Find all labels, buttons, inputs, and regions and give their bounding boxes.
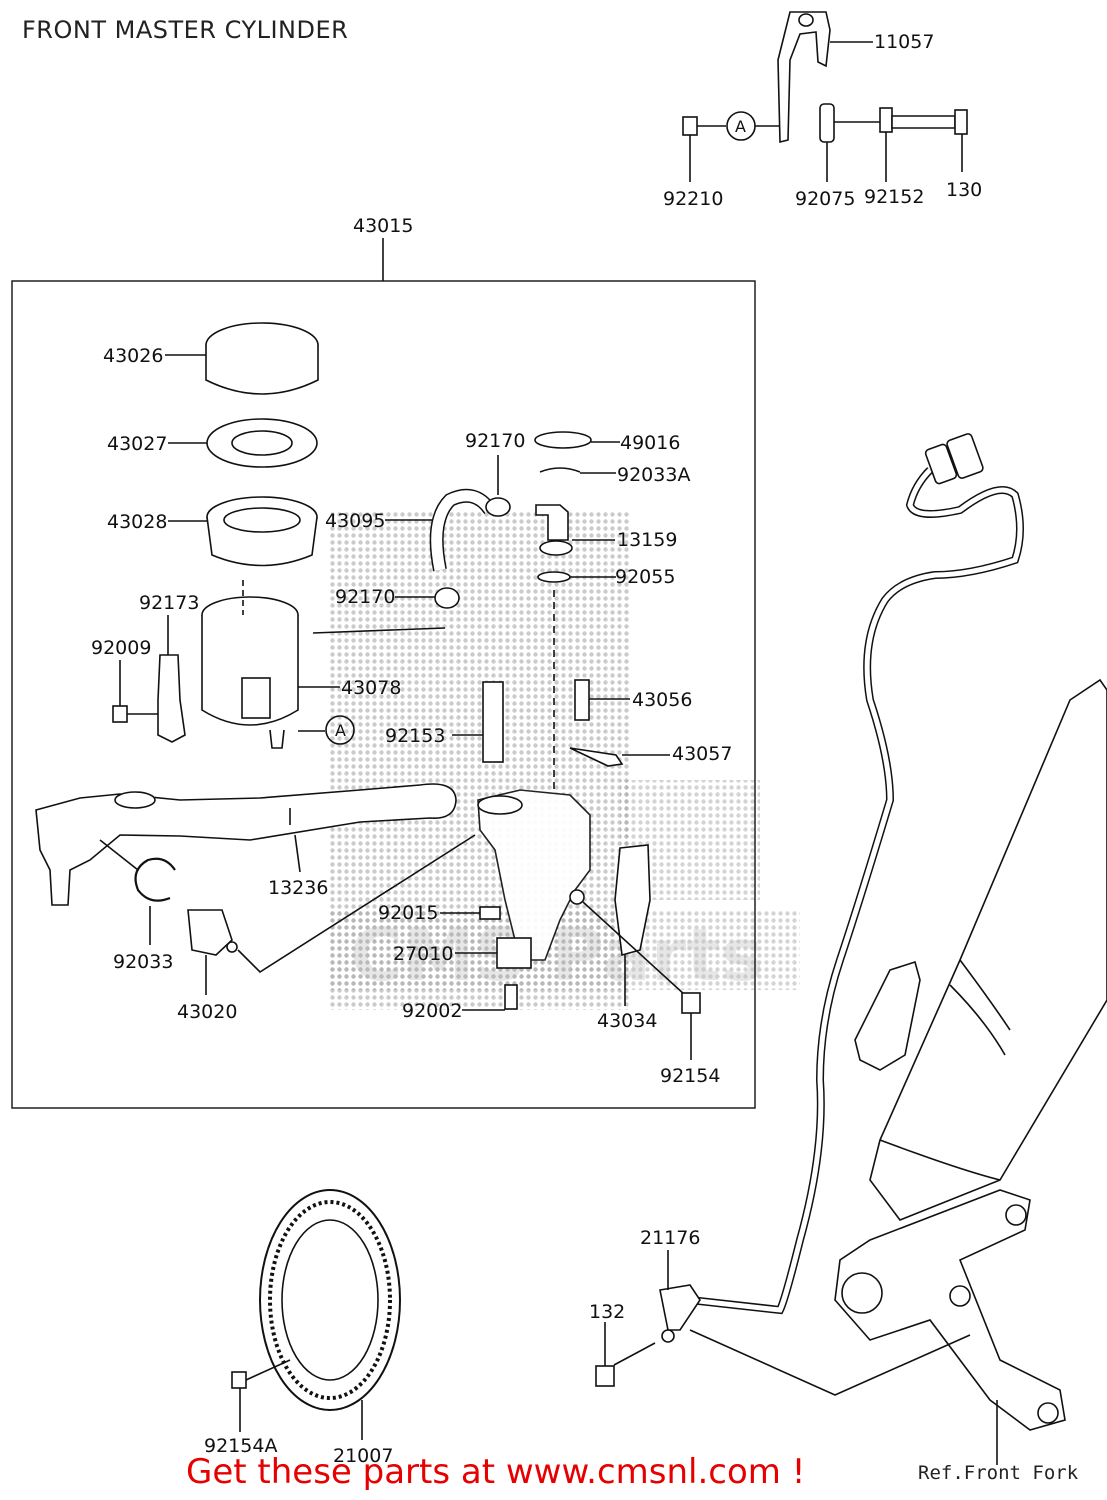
label-132: 132 (589, 1301, 625, 1323)
elbow-fitting (534, 431, 620, 790)
piston-kit (99, 834, 476, 995)
label-27010: 27010 (393, 943, 453, 965)
master-cylinder-body (440, 789, 701, 1060)
abs-rotor-ring (231, 1189, 401, 1440)
wheel-speed-sensor (595, 1250, 971, 1396)
label-43095: 43095 (325, 510, 385, 532)
banjo-bolt (452, 679, 670, 767)
reservoir-clamp (112, 615, 186, 743)
reservoir-hose (312, 455, 511, 634)
label-92170-top: 92170 (465, 430, 525, 452)
abs-sensor-cable (689, 433, 1024, 1315)
label-49016: 49016 (620, 432, 680, 454)
label-43078: 43078 (341, 677, 401, 699)
part-labels: 11057 92210 92075 92152 130 43015 43026 … (91, 31, 982, 1467)
label-92009: 92009 (91, 637, 151, 659)
label-43034: 43034 (597, 1010, 657, 1032)
label-43028: 43028 (107, 511, 167, 533)
label-13236: 13236 (268, 877, 328, 899)
diaphragm (168, 496, 318, 567)
marker-a-reservoir: A (335, 721, 346, 740)
bolt-row (682, 103, 968, 182)
label-92154: 92154 (660, 1065, 720, 1087)
label-21176: 21176 (640, 1227, 700, 1249)
label-43027: 43027 (107, 433, 167, 455)
label-92173: 92173 (139, 592, 199, 614)
label-92015: 92015 (378, 902, 438, 924)
label-92033a: 92033A (617, 464, 690, 486)
label-21007: 21007 (333, 1445, 393, 1467)
label-43015: 43015 (353, 215, 413, 237)
reservoir-cap (165, 322, 319, 395)
label-92210: 92210 (663, 188, 723, 210)
label-92033: 92033 (113, 951, 173, 973)
label-43026: 43026 (103, 345, 163, 367)
label-43020: 43020 (177, 1001, 237, 1023)
label-130: 130 (946, 179, 982, 201)
diaphragm-plate (168, 418, 318, 468)
reservoir-body (201, 580, 340, 749)
label-92075: 92075 (795, 188, 855, 210)
label-92153: 92153 (385, 725, 445, 747)
bracket-11057 (777, 11, 873, 144)
label-43057: 43057 (672, 743, 732, 765)
label-92154a: 92154A (204, 1435, 277, 1457)
marker-a-top: A (735, 117, 746, 136)
label-13159: 13159 (617, 529, 677, 551)
label-43056: 43056 (632, 689, 692, 711)
label-92152: 92152 (864, 186, 924, 208)
label-92055: 92055 (615, 566, 675, 588)
ref-front-fork-label: Ref.Front Fork (918, 1462, 1079, 1484)
label-92002: 92002 (402, 1000, 462, 1022)
promo-link-text[interactable]: Get these parts at www.cmsnl.com ! (186, 1452, 806, 1492)
watermark: CMS Parts (330, 510, 800, 1010)
front-fork (834, 678, 1107, 1465)
label-92170-mid: 92170 (335, 586, 395, 608)
brake-lever (35, 783, 457, 906)
label-11057: 11057 (874, 31, 934, 53)
page-title: FRONT MASTER CYLINDER (22, 16, 349, 44)
